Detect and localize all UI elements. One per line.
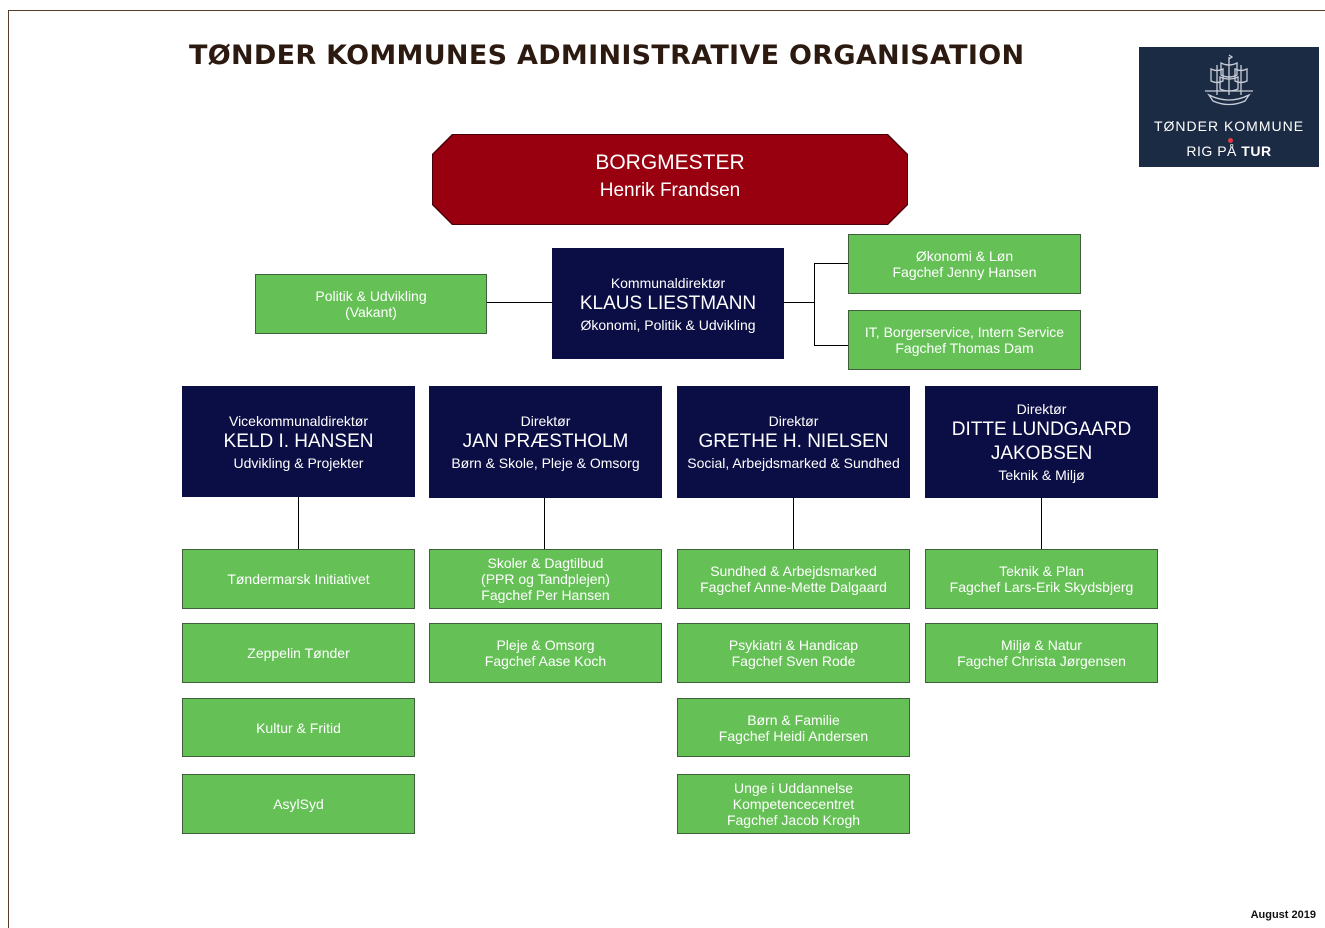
- director-area: Børn & Skole, Pleje & Omsorg: [451, 455, 640, 471]
- date-footer: August 2019: [1250, 909, 1316, 921]
- unit-head: Fagchef Per Hansen: [481, 587, 610, 603]
- unit-label: Sundhed & Arbejdsmarked: [710, 563, 877, 579]
- unit-head: Fagchef Heidi Andersen: [718, 727, 869, 744]
- unit-psykiatri-handicap: Psykiatri & Handicap Fagchef Sven Rode: [677, 623, 910, 683]
- director-name: GRETHE H. NIELSEN: [698, 431, 889, 452]
- unit-label: Miljø & Natur: [1001, 637, 1082, 653]
- unit-head: Fagchef Lars-Erik Skydsbjerg: [949, 579, 1134, 595]
- unit-head: Fagchef Sven Rode: [731, 653, 856, 669]
- unit-sublabel: Fagchef Jenny Hansen: [892, 264, 1037, 280]
- unit-label: Børn & Familie: [747, 711, 840, 728]
- municipality-logo: TØNDER KOMMUNE RIG PÅ TUR: [1139, 47, 1319, 167]
- director-role: Direktør: [520, 413, 571, 429]
- unit-label: Kultur & Fritid: [256, 719, 341, 736]
- director-area: Udvikling & Projekter: [233, 454, 364, 471]
- connector-oekonomi: [814, 263, 848, 264]
- unit-label: Tøndermarsk Initiativet: [227, 571, 370, 587]
- unit-zeppelin-toender: Zeppelin Tønder: [182, 623, 415, 683]
- unit-label: Psykiatri & Handicap: [728, 637, 859, 653]
- unit-head: Fagchef Aase Koch: [484, 653, 607, 669]
- unit-head: Fagchef Anne-Mette Dalgaard: [700, 579, 887, 595]
- unit-label: Zeppelin Tønder: [247, 645, 350, 661]
- connector-staff-vertical: [814, 263, 815, 346]
- ceo-box: Kommunaldirektør KLAUS LIESTMANN Økonomi…: [552, 248, 784, 359]
- connector-dir4: [1041, 498, 1042, 549]
- ceo-area: Økonomi, Politik & Udvikling: [580, 316, 756, 333]
- unit-kultur-fritid: Kultur & Fritid: [182, 698, 415, 757]
- mayor-box: BORGMESTER Henrik Frandsen: [433, 135, 907, 224]
- director-jan-praestholm: Direktør JAN PRÆSTHOLM Børn & Skole, Ple…: [429, 386, 662, 498]
- logo-name: TØNDER KOMMUNE: [1153, 118, 1305, 134]
- page-frame: [8, 10, 1325, 928]
- unit-teknik-plan: Teknik & Plan Fagchef Lars-Erik Skydsbje…: [925, 549, 1158, 609]
- connector-dir1: [298, 497, 299, 549]
- unit-head: Fagchef Christa Jørgensen: [957, 653, 1126, 669]
- unit-it-borgerservice: IT, Borgerservice, Intern Service Fagche…: [848, 310, 1081, 370]
- logo-slogan-bold: TUR: [1241, 143, 1272, 159]
- connector-dir3: [793, 498, 794, 549]
- logo-slogan-prefix: RIG PÅ: [1186, 143, 1237, 159]
- connector-politik: [486, 302, 552, 303]
- director-grethe-nielsen: Direktør GRETHE H. NIELSEN Social, Arbej…: [677, 386, 910, 498]
- ship-icon: [1205, 54, 1253, 106]
- unit-label: Økonomi & Løn: [915, 248, 1014, 264]
- director-name-line2: JAKOBSEN: [990, 443, 1093, 464]
- unit-label: Unge i Uddannelse: [733, 780, 854, 796]
- unit-miljoe-natur: Miljø & Natur Fagchef Christa Jørgensen: [925, 623, 1158, 683]
- unit-skoler-dagtilbud: Skoler & Dagtilbud (PPR og Tandplejen) F…: [429, 549, 662, 609]
- connector-it: [814, 345, 848, 346]
- connector-staff-main: [784, 302, 814, 303]
- connector-dir2: [544, 498, 545, 549]
- ceo-name: KLAUS LIESTMANN: [579, 292, 757, 314]
- director-keld-hansen: Vicekommunaldirektør KELD I. HANSEN Udvi…: [182, 386, 415, 497]
- unit-head: Fagchef Jacob Krogh: [726, 812, 861, 828]
- director-area: Teknik & Miljø: [998, 467, 1085, 483]
- unit-pleje-omsorg: Pleje & Omsorg Fagchef Aase Koch: [429, 623, 662, 683]
- director-name: DITTE LUNDGAARD: [951, 419, 1132, 440]
- logo-accent-dot: [1228, 138, 1233, 143]
- unit-politik-udvikling: Politik & Udvikling (Vakant): [255, 274, 487, 334]
- unit-label: Teknik & Plan: [999, 563, 1084, 579]
- director-name: KELD I. HANSEN: [223, 430, 374, 452]
- unit-label: Pleje & Omsorg: [496, 637, 595, 653]
- unit-unge-i-uddannelse: Unge i Uddannelse Kompetencecentret Fagc…: [677, 774, 910, 834]
- unit-sublabel: (Vakant): [345, 304, 397, 320]
- unit-sundhed-arbejdsmarked: Sundhed & Arbejdsmarked Fagchef Anne-Met…: [677, 549, 910, 609]
- director-role: Direktør: [1016, 401, 1067, 417]
- unit-toendermarsk-initiativet: Tøndermarsk Initiativet: [182, 549, 415, 609]
- mayor-name: Henrik Frandsen: [599, 180, 741, 201]
- unit-label: Politik & Udvikling: [315, 288, 427, 304]
- unit-label: IT, Borgerservice, Intern Service: [864, 324, 1065, 340]
- unit-boern-familie: Børn & Familie Fagchef Heidi Andersen: [677, 698, 910, 757]
- director-name: JAN PRÆSTHOLM: [462, 431, 629, 452]
- unit-label: AsylSyd: [273, 796, 324, 812]
- ceo-role: Kommunaldirektør: [610, 274, 726, 291]
- page-title: TØNDER KOMMUNES ADMINISTRATIVE ORGANISAT…: [189, 40, 1025, 71]
- director-role: Vicekommunaldirektør: [228, 412, 368, 429]
- unit-sublabel: Fagchef Thomas Dam: [895, 340, 1034, 356]
- director-ditte-lundgaard-jakobsen: Direktør DITTE LUNDGAARD JAKOBSEN Teknik…: [925, 386, 1158, 498]
- logo-slogan: RIG PÅ TUR: [1139, 143, 1319, 159]
- unit-asylsyd: AsylSyd: [182, 774, 415, 834]
- mayor-role: BORGMESTER: [595, 151, 745, 174]
- director-area: Social, Arbejdsmarked & Sundhed: [687, 455, 900, 471]
- unit-oekonomi-loen: Økonomi & Løn Fagchef Jenny Hansen: [848, 234, 1081, 294]
- unit-sublabel: Kompetencecentret: [732, 796, 855, 812]
- unit-label: Skoler & Dagtilbud: [487, 555, 604, 571]
- director-role: Direktør: [768, 413, 819, 429]
- unit-sublabel: (PPR og Tandplejen): [481, 571, 610, 587]
